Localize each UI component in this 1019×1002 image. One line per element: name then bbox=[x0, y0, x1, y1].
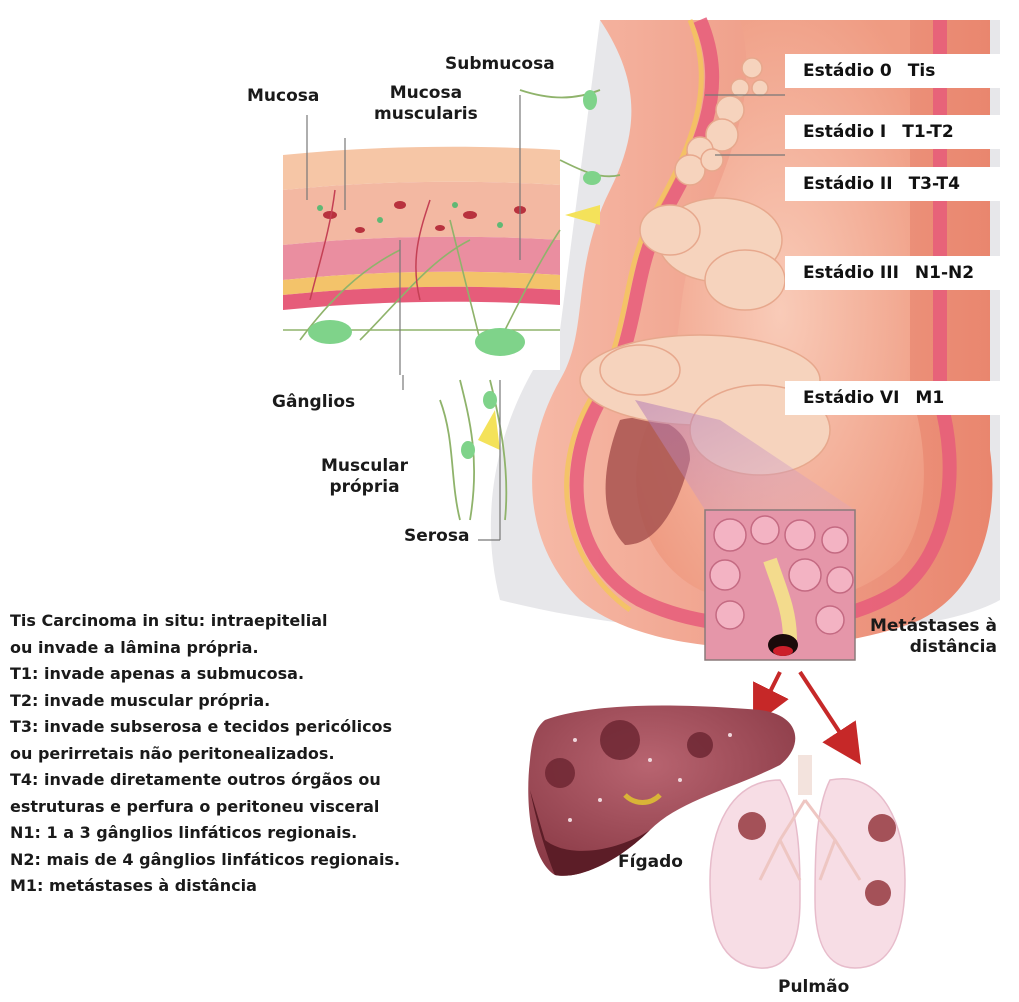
label-metastases-line2: distância bbox=[870, 637, 997, 658]
ganglion-node bbox=[583, 90, 597, 110]
stage-3-code: N1-N2 bbox=[915, 263, 974, 283]
legend-line: estruturas e perfura o peritoneu viscera… bbox=[10, 794, 400, 821]
stage-4-code: M1 bbox=[915, 388, 944, 408]
label-liver: Fígado bbox=[618, 852, 683, 873]
stage-4-name: Estádio VI bbox=[803, 388, 899, 408]
label-mucosa-muscularis: Mucosa muscularis bbox=[374, 83, 478, 124]
ganglion-node bbox=[483, 391, 497, 409]
label-lung: Pulmão bbox=[778, 977, 849, 998]
stage-4-label: Estádio VI M1 bbox=[785, 381, 1015, 415]
label-ganglios: Gânglios bbox=[272, 392, 355, 413]
stage-2-name: Estádio II bbox=[803, 174, 893, 194]
wall-layers-panel bbox=[283, 140, 560, 370]
stage-0-label: Estádio 0 Tis bbox=[785, 54, 1015, 88]
label-submucosa: Submucosa bbox=[445, 54, 555, 75]
stage-0-code: Tis bbox=[908, 61, 936, 81]
stage-3-label: Estádio III N1-N2 bbox=[785, 256, 1015, 290]
legend-line: T4: invade diretamente outros órgãos ou bbox=[10, 767, 400, 794]
stage-1-label: Estádio I T1-T2 bbox=[785, 115, 1015, 149]
legend-line: T3: invade subserosa e tecidos pericólic… bbox=[10, 714, 400, 741]
ganglion-node bbox=[583, 171, 601, 185]
legend-line: N2: mais de 4 gânglios linfáticos region… bbox=[10, 847, 400, 874]
legend-line: T2: invade muscular própria. bbox=[10, 688, 400, 715]
legend-line: ou perirretais não peritonealizados. bbox=[10, 741, 400, 768]
lung-illustration bbox=[710, 755, 905, 968]
stage-2-label: Estádio II T3-T4 bbox=[785, 167, 1015, 201]
stage-3-name: Estádio III bbox=[803, 263, 899, 283]
staging-legend: Tis Carcinoma in situ: intraepitelial ou… bbox=[10, 608, 400, 900]
stage-1-name: Estádio I bbox=[803, 122, 886, 142]
label-serosa: Serosa bbox=[404, 526, 469, 547]
stage-0-name: Estádio 0 bbox=[803, 61, 892, 81]
legend-line: N1: 1 a 3 gânglios linfáticos regionais. bbox=[10, 820, 400, 847]
stage-2-code: T3-T4 bbox=[909, 174, 960, 194]
label-muscular-propria: Muscular própria bbox=[321, 456, 408, 497]
legend-line: T1: invade apenas a submucosa. bbox=[10, 661, 400, 688]
label-muscular-propria-line2: própria bbox=[321, 477, 408, 498]
legend-line: M1: metástases à distância bbox=[10, 873, 400, 900]
metastasis-inset bbox=[705, 510, 855, 660]
vessel-yellow bbox=[478, 410, 500, 450]
stage-1-code: T1-T2 bbox=[902, 122, 953, 142]
label-mucosa-muscularis-line2: muscularis bbox=[374, 104, 478, 125]
label-metastases: Metástases à distância bbox=[870, 616, 997, 657]
ganglion-node bbox=[461, 441, 475, 459]
metastasis-arrow-liver bbox=[762, 672, 780, 708]
legend-line: Tis Carcinoma in situ: intraepitelial bbox=[10, 608, 400, 635]
label-metastases-line1: Metástases à bbox=[870, 616, 997, 637]
label-muscular-propria-line1: Muscular bbox=[321, 456, 408, 477]
label-mucosa: Mucosa bbox=[247, 86, 319, 107]
legend-line: ou invade a lâmina própria. bbox=[10, 635, 400, 662]
label-mucosa-muscularis-line1: Mucosa bbox=[374, 83, 478, 104]
metastasis-arrow-lung bbox=[800, 672, 850, 748]
